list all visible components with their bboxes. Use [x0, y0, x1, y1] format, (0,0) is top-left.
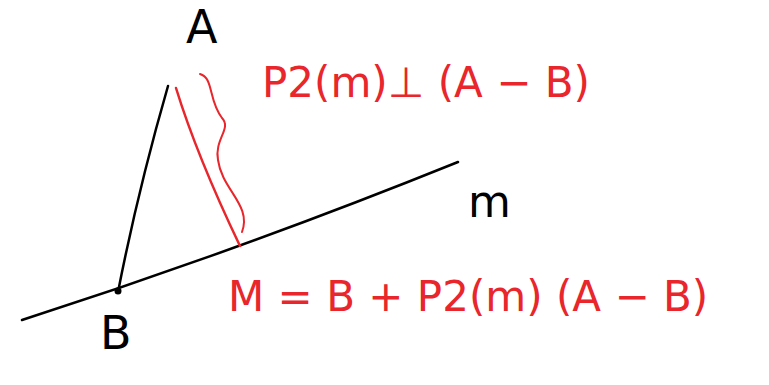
formula: P2(m)⊥ (A − B)	[262, 62, 590, 104]
segment-ba	[118, 86, 168, 292]
formula: M = B + P2(m) (A − B)	[228, 276, 708, 318]
line-label: m	[468, 180, 511, 224]
point-label: A	[186, 4, 217, 50]
projection-curve	[176, 88, 240, 246]
point-label: B	[100, 310, 132, 356]
point-b	[115, 288, 122, 295]
brace	[200, 74, 244, 232]
